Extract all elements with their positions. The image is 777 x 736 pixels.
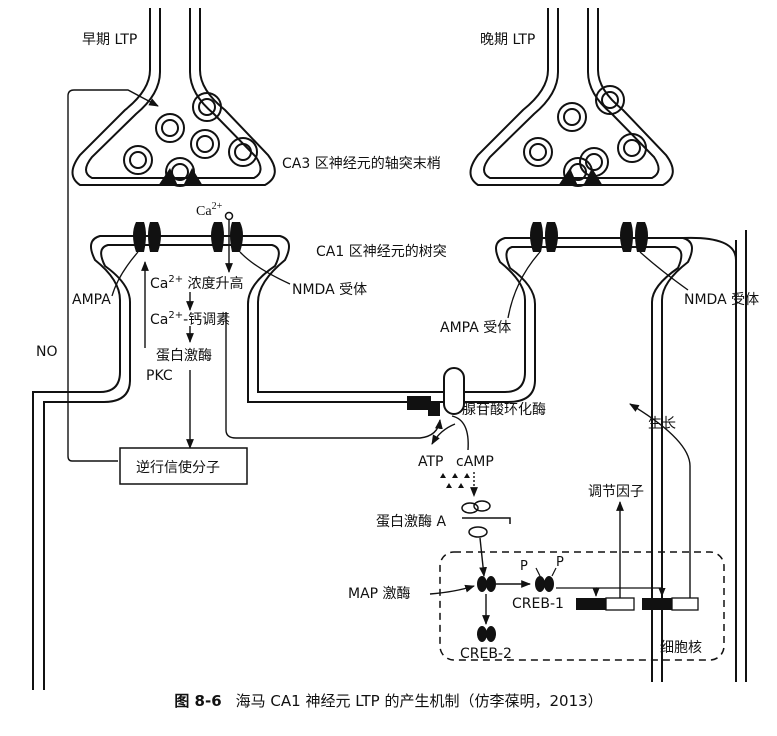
figure-caption-text: 海马 CA1 神经元 LTP 的产生机制（仿李葆明，2013）: [235, 692, 603, 710]
nmda-receptor-left: [211, 222, 243, 252]
postsynaptic-cell-outline: [32, 230, 747, 690]
vesicle-release-site-right: [558, 168, 603, 186]
nucleus-label: 细胞核: [660, 640, 702, 656]
creb2-label: CREB-2: [460, 646, 512, 662]
synaptic-vesicles-right: [523, 85, 647, 187]
vesicle-release-site-left: [158, 168, 203, 186]
nucleus-boundary: [439, 551, 725, 661]
calcium-label: Ca2+: [196, 201, 223, 219]
adenylate-cyclase-label: 腺苷酸环化酶: [462, 402, 546, 418]
nmda-left-label: NMDA 受体: [292, 282, 367, 298]
regulatory-factor-label: 调节因子: [588, 484, 644, 500]
ampa-left-pointer: [111, 251, 139, 297]
map-kinase-label: MAP 激酶: [348, 585, 411, 602]
pkc-label: PKC: [146, 368, 173, 384]
late-ltp-label: 晚期 LTP: [480, 32, 535, 48]
retrograde-messenger-box: [119, 447, 248, 485]
adenylate-cyclase: [407, 367, 465, 416]
nmda-receptor-right: [620, 222, 648, 252]
protein-kinase-label: 蛋白激酶: [156, 347, 212, 364]
calcium-ion: [224, 211, 234, 221]
creb-molecule-center: [477, 576, 496, 592]
retrograde-messenger-label: 逆行信使分子: [136, 459, 220, 476]
ca3-terminal-label: CA3 区神经元的轴突末梢: [282, 156, 441, 172]
gene-block-1: [576, 597, 635, 611]
camp-molecules: [440, 473, 470, 488]
nmda-right-pointer: [639, 251, 689, 291]
ampa-receptor-left: [133, 222, 161, 252]
creb2-molecule: [477, 626, 496, 642]
ampa-receptor-right: [530, 222, 558, 252]
no-retrograde-loop: [67, 89, 159, 462]
ampa-right-pointer: [507, 251, 541, 319]
creb1-molecule: [535, 576, 554, 592]
phosphate-label-2: P: [556, 555, 564, 570]
synaptic-vesicles-left: [123, 92, 258, 187]
ampa-right-label: AMPA 受体: [440, 320, 511, 336]
nmda-left-pointer: [239, 251, 291, 285]
figure-number: 图 8-6: [174, 692, 222, 710]
nmda-right-label: NMDA 受体: [684, 292, 759, 308]
figure-caption: 图 8-6 海马 CA1 神经元 LTP 的产生机制（仿李葆明，2013）: [0, 690, 777, 711]
no-label: NO: [36, 344, 58, 360]
ltp-mechanism-diagram: 早期 LTP 晚期 LTP CA3 区神经元的轴突末梢 CA1 区神经元的树突 …: [32, 8, 759, 690]
camp-label: cAMP: [456, 454, 494, 470]
growth-label: 生长: [648, 416, 676, 432]
calmodulin-label: Ca2+-钙调素: [150, 310, 230, 328]
early-ltp-label: 早期 LTP: [82, 32, 137, 48]
atp-label: ATP: [418, 454, 443, 470]
gene-block-2: [642, 597, 699, 611]
ca1-dendrite-label: CA1 区神经元的树突: [316, 244, 447, 260]
protein-kinase-a: [461, 500, 511, 538]
calcium-concentration-label: Ca2+ 浓度升高: [150, 274, 244, 292]
ampa-left-label: AMPA: [72, 292, 111, 308]
phosphate-label-1: P: [520, 559, 528, 574]
pka-label: 蛋白激酶 A: [376, 513, 446, 530]
creb1-label: CREB-1: [512, 596, 564, 612]
